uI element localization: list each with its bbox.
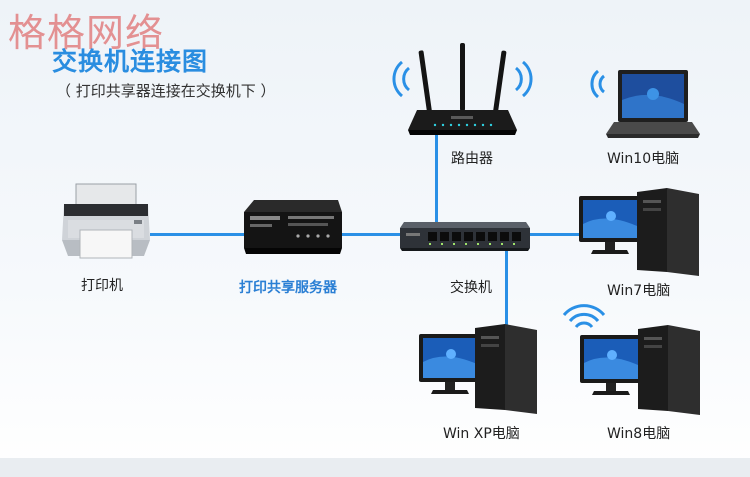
cable-switch-winxp	[505, 246, 508, 332]
diagram-title: 交换机连接图	[52, 47, 209, 76]
desktop-icon	[562, 304, 700, 415]
desktop-icon	[579, 188, 699, 276]
printer-icon	[62, 183, 150, 259]
win8-label: Win8电脑	[607, 426, 671, 442]
cable-server-switch	[340, 233, 402, 236]
switch-label: 交换机	[450, 280, 492, 296]
winxp-label: Win XP电脑	[443, 426, 520, 442]
watermark: 格格网络	[8, 11, 165, 55]
cable-router-switch	[435, 132, 438, 224]
win7-label: Win7电脑	[607, 283, 671, 299]
diagram-subtitle: （ 打印共享器连接在交换机下 ）	[56, 82, 276, 100]
print-server-label: 打印共享服务器	[239, 280, 337, 296]
desktop-icon	[419, 324, 537, 414]
bottom-band	[0, 458, 750, 477]
router-label: 路由器	[451, 151, 493, 167]
print-server-icon	[244, 200, 342, 254]
printer-label: 打印机	[81, 278, 123, 294]
switch-icon	[400, 222, 530, 251]
cable-switch-win7	[530, 233, 582, 236]
cable-printer-server	[150, 233, 245, 236]
laptop-icon	[590, 69, 700, 138]
router-icon	[392, 43, 533, 135]
win10-label: Win10电脑	[607, 151, 680, 167]
